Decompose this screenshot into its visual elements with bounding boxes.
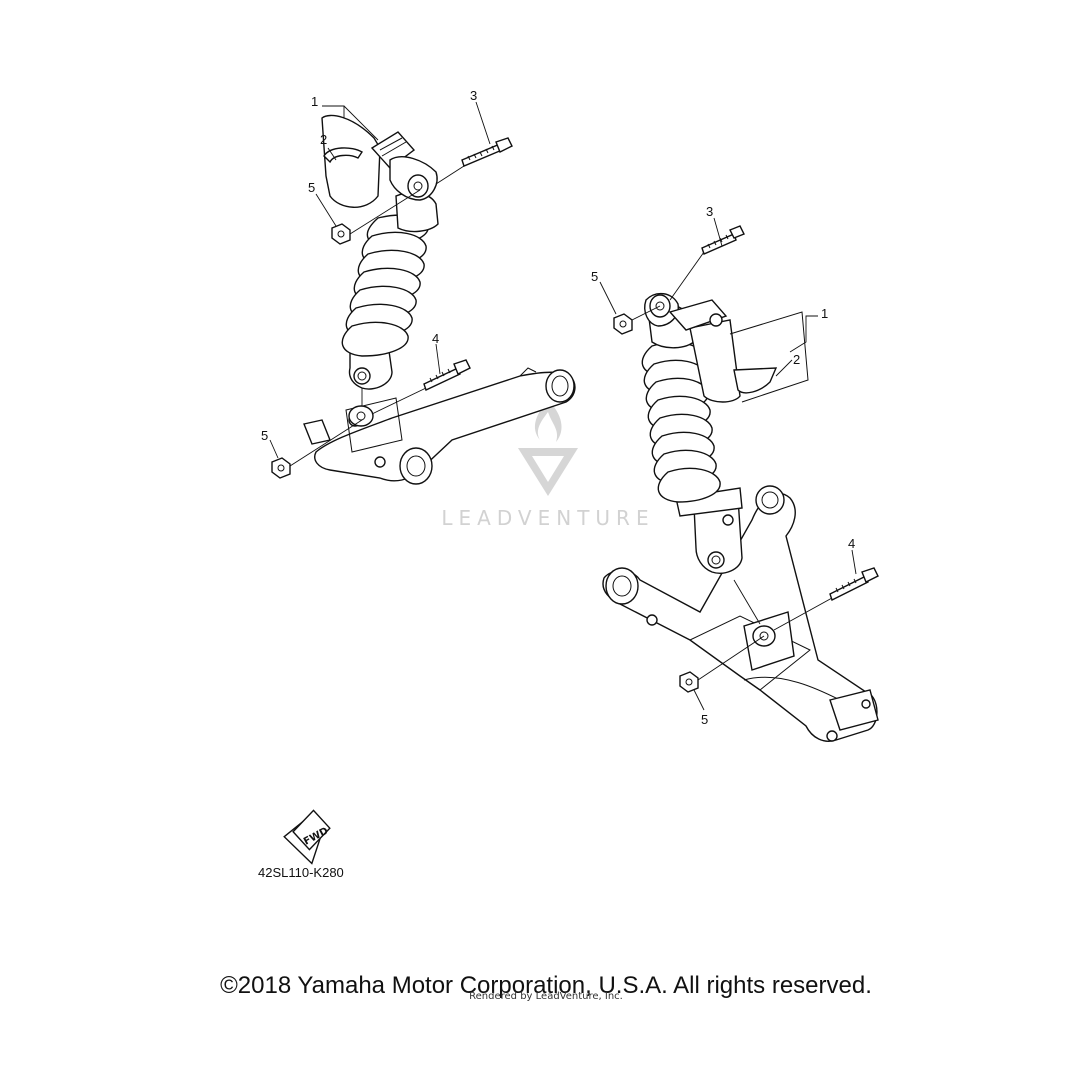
right-reservoir: [689, 319, 741, 403]
left-nut-upper: [331, 223, 351, 245]
left-arm-bushing-rear: [545, 369, 575, 403]
diagram-code: 42SL110-K280: [258, 865, 344, 880]
callout-5-left-top: 5: [308, 180, 315, 195]
left-lower-mount: [348, 405, 374, 427]
right-callouts: 3 5 1 2 4 5: [591, 204, 857, 727]
left-bolt-lower: [423, 359, 471, 391]
callout-1-left: 1: [311, 94, 318, 109]
callout-5-left-bottom: 5: [261, 428, 268, 443]
leadventure-watermark: LEADVENTURE: [441, 400, 654, 530]
callout-3-right: 3: [706, 204, 713, 219]
left-arm-bushing-front: [399, 447, 433, 485]
right-reservoir-cap: [668, 299, 728, 331]
right-band: [733, 367, 778, 394]
left-shock-assembly: [271, 114, 576, 485]
left-callouts: 1 2 3 4 5 5: [261, 88, 491, 459]
left-coil-spring: [341, 214, 429, 357]
left-upper-arm: [314, 371, 576, 482]
left-arm-bracket: [303, 419, 331, 445]
callout-5-right-top: 5: [591, 269, 598, 284]
callout-2-right: 2: [793, 352, 800, 367]
right-nut-upper: [613, 313, 633, 335]
right-bolt-lower: [829, 567, 879, 601]
right-coil-spring: [641, 341, 721, 503]
callout-4-left: 4: [432, 331, 439, 346]
right-nut-lower: [679, 671, 699, 693]
v-logo-icon: [518, 448, 578, 496]
fwd-arrow-icon: FWD: [283, 809, 331, 865]
left-nut-lower: [271, 457, 291, 479]
right-bolt-upper: [701, 225, 745, 255]
callout-3-left: 3: [470, 88, 477, 103]
callout-4-right: 4: [848, 536, 855, 551]
left-band: [323, 147, 363, 164]
copyright-notice: ©2018 Yamaha Motor Corporation, U.S.A. A…: [220, 972, 872, 999]
right-arm-bushing-front: [605, 567, 639, 605]
left-bolt-upper: [461, 137, 513, 167]
left-reservoir: [321, 114, 381, 208]
right-shock-assembly: [602, 225, 879, 742]
rendered-by-notice: Rendered by LeadVenture, Inc.: [469, 991, 623, 1002]
callout-5-right-bottom: 5: [701, 712, 708, 727]
callout-1-right: 1: [821, 306, 828, 321]
right-arm-bushing-rear: [755, 485, 785, 515]
watermark-text: LEADVENTURE: [441, 506, 654, 530]
callout-2-left: 2: [320, 132, 327, 147]
